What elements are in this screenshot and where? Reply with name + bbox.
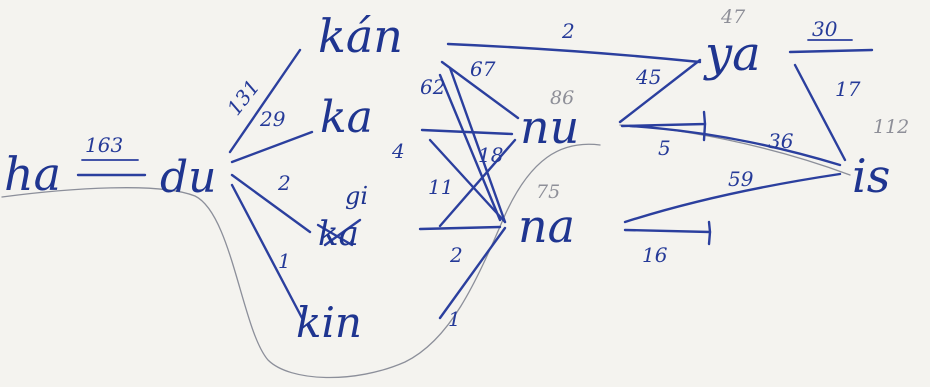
node-ka: ka <box>320 92 373 143</box>
total-is: 112 <box>873 116 909 138</box>
count-ka-sub: 4 <box>391 139 405 163</box>
edge-ka-na <box>428 138 507 224</box>
count-nu-end: 5 <box>658 136 671 160</box>
node-ha: ha <box>4 147 61 201</box>
node-du: du <box>160 152 217 203</box>
total-nu: 86 <box>550 87 574 109</box>
edge-na-end-2 <box>707 230 712 246</box>
edges <box>76 42 874 320</box>
node-kin: kin <box>296 298 362 347</box>
cross-strike-1 <box>316 223 354 247</box>
count-na-ka: 11 <box>428 175 453 199</box>
count-kan-na: 62 <box>420 75 445 99</box>
edge-nu-ya <box>618 58 702 124</box>
edge-nu-end-2 <box>702 122 707 142</box>
count-na-is: 59 <box>728 167 754 191</box>
count-ya-is: 17 <box>835 77 861 101</box>
count-du-kan: 131 <box>222 75 264 120</box>
count-ha-du: 163 <box>85 133 123 157</box>
edge-nu-end <box>620 110 707 128</box>
edge-nu-is <box>628 124 842 167</box>
edge-du-ka <box>230 130 314 164</box>
edge-du-gi <box>230 173 312 234</box>
edge-gi-na <box>418 225 502 231</box>
edge-ya-end <box>788 48 874 54</box>
count-ya-end: 30 <box>812 17 838 41</box>
cross-strike-2 <box>323 218 362 247</box>
count-nu-ka: 18 <box>478 143 503 167</box>
count-na-gi: 2 <box>449 243 463 267</box>
node-is: is <box>852 149 890 203</box>
count-du-gi: 2 <box>277 171 291 195</box>
edge-ka-nu <box>420 128 514 136</box>
edge-du-kan <box>228 48 302 154</box>
node-ya: ya <box>703 26 761 82</box>
count-kan-ya: 2 <box>561 19 575 43</box>
node-na: na <box>518 199 575 253</box>
node-nu: nu <box>520 100 579 154</box>
edge-kan-nu <box>440 60 520 120</box>
node-gi-crossed: ka <box>318 214 359 254</box>
count-du-kin: 1 <box>278 249 291 273</box>
node-gi: gi <box>345 182 368 210</box>
count-underlines <box>81 39 853 161</box>
edge-na-end <box>623 220 712 234</box>
pencil-path-bottom <box>1 143 601 379</box>
edge-du-kin <box>230 183 304 320</box>
edge-kan-na <box>438 73 502 222</box>
edge-nu-cross <box>438 138 517 228</box>
count-nu-ya: 45 <box>635 65 661 89</box>
edge-kan-ya <box>446 42 702 64</box>
count-na-kin: 1 <box>448 307 461 331</box>
total-na: 75 <box>536 181 560 203</box>
count-nu-is: 36 <box>768 129 794 153</box>
edge-kan-na-2 <box>448 66 507 224</box>
edge-na-is <box>623 172 842 224</box>
edge-ya-is <box>793 63 847 162</box>
count-na-end: 16 <box>642 243 668 267</box>
edge-kin-na <box>438 226 507 320</box>
count-du-ka: 29 <box>259 107 286 131</box>
total-ya: 47 <box>720 6 746 28</box>
count-kan-nu: 67 <box>470 57 496 81</box>
node-kan: kán <box>318 9 403 63</box>
